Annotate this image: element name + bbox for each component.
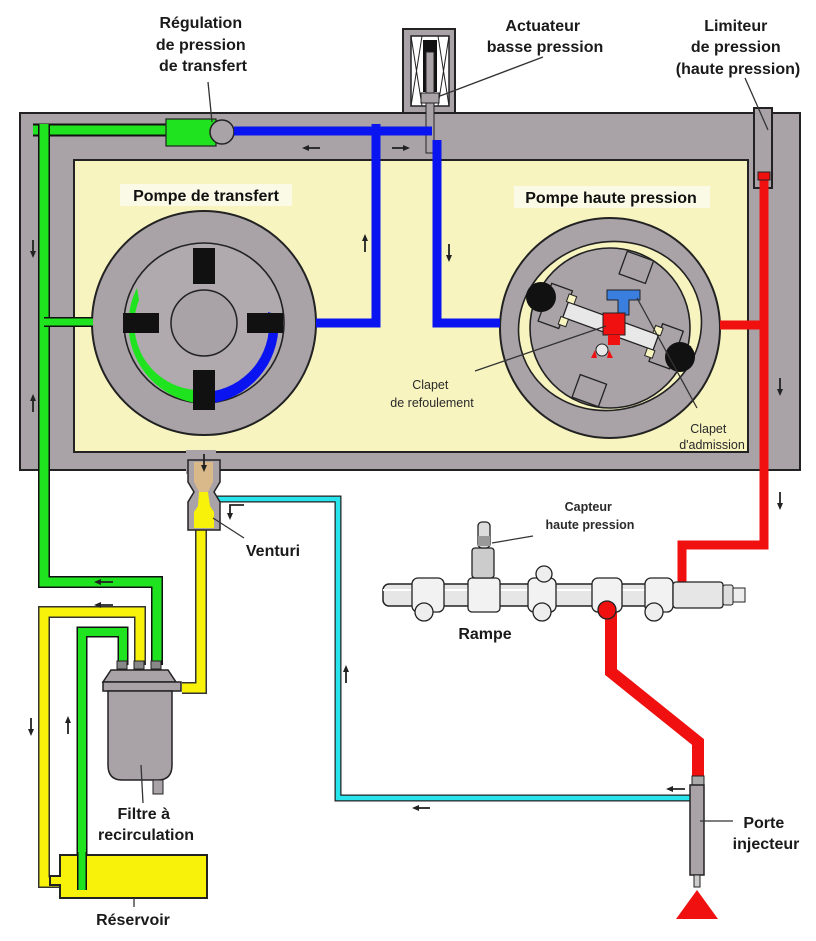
label-transfer-pump: Pompe de transfert: [133, 188, 279, 205]
pipe-injector-return: [208, 495, 690, 802]
high-pressure-pump: [499, 217, 721, 439]
pipe-transfer-pressure: [234, 124, 500, 328]
label-injector-holder: Porte injecteur: [733, 815, 800, 853]
label-high-pressure-pump: Pompe haute pression: [525, 190, 697, 207]
flow-arrow-icon: [30, 240, 36, 258]
pipe-high-pressure: [605, 171, 771, 778]
label-admission-valve: Clapet d'admission: [679, 422, 745, 452]
fuel-rail: [382, 521, 746, 622]
flow-arrow-icon: [227, 504, 244, 520]
flow-arrow-icon: [94, 602, 113, 608]
label-rail: Rampe: [458, 626, 511, 643]
label-pressure-limiter: Limiteur de pression (haute pression): [676, 18, 800, 78]
flow-arrow-icon: [201, 454, 207, 472]
transfer-pump: [91, 210, 317, 436]
flow-arrow-icon: [65, 716, 71, 734]
flow-arrow-icon: [777, 492, 783, 510]
flow-arrow-icon: [392, 145, 410, 151]
venturi: [187, 459, 221, 531]
label-pressure-sensor: Capteur haute pression: [546, 500, 635, 532]
flow-arrow-icon: [94, 579, 113, 585]
label-bg: [120, 184, 292, 206]
flow-arrow-icon: [412, 805, 430, 811]
flow-arrow-icon: [302, 145, 320, 151]
fuel-tank: [49, 852, 208, 899]
injector-spray-cone-icon: [676, 890, 718, 919]
flow-arrow-icon: [343, 665, 349, 683]
label-bg: [514, 186, 710, 208]
flow-arrow-icon: [28, 718, 34, 736]
label-venturi: Venturi: [246, 543, 300, 560]
leader-lines: [133, 56, 769, 907]
label-tank: Réservoir: [96, 912, 170, 929]
flow-arrow-icon: [446, 244, 452, 262]
flow-arrow-icon: [666, 786, 685, 792]
recirculation-filter: [101, 660, 182, 795]
injector-holder: [689, 775, 705, 888]
label-actuator: Actuateur basse pression: [487, 18, 604, 56]
label-filter: Filtre à recirculation: [98, 806, 194, 844]
label-regulation: Régulation de pression de transfert: [156, 15, 250, 75]
flow-arrow-icon: [362, 234, 368, 252]
label-delivery-valve: Clapet de refoulement: [390, 378, 474, 410]
flow-arrows: [28, 145, 783, 811]
flow-arrow-icon: [777, 378, 783, 396]
flow-arrow-icon: [30, 394, 36, 412]
